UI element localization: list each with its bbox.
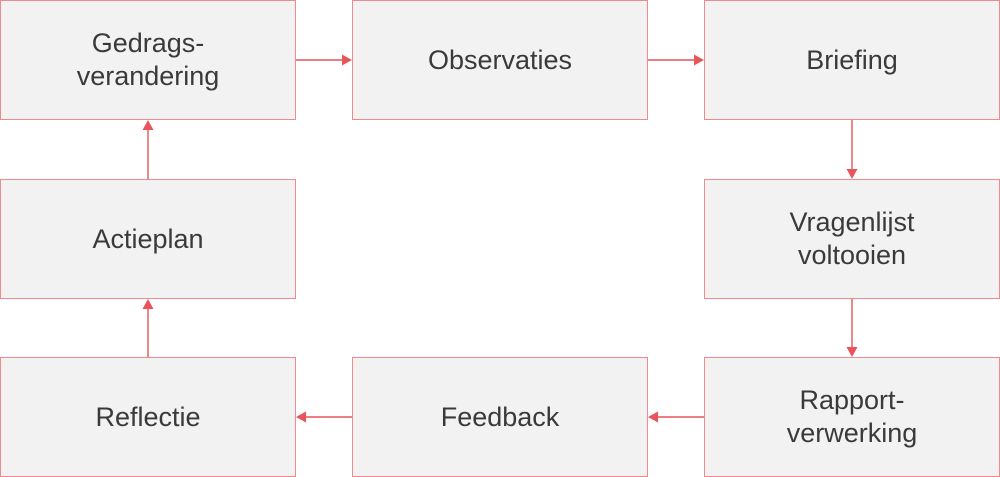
step-reflectie: Reflectie [0,357,296,477]
arrow-reflectie-to-actieplan [142,299,154,357]
arrowhead-icon [648,411,658,423]
arrowhead-icon [296,411,306,423]
arrowhead-icon [142,120,154,130]
step-label: Actieplan [92,223,204,254]
arrow-vragenlijst-to-rapportverwerking [846,299,858,357]
step-label: Gedrags- verandering [76,28,220,91]
step-label: Rapport- verwerking [786,385,918,448]
arrow-rapportverwerking-to-feedback [648,411,704,423]
step-label: Feedback [440,401,560,432]
step-actieplan: Actieplan [0,179,296,299]
arrow-observaties-to-briefing [648,54,704,66]
arrow-briefing-to-vragenlijst [846,120,858,179]
arrowhead-icon [846,169,858,179]
step-label: Observaties [427,44,573,75]
arrow-feedback-to-reflectie [296,411,352,423]
step-label: Briefing [806,44,898,75]
arrowhead-icon [142,299,154,309]
arrowhead-icon [342,54,352,66]
step-observaties: Observaties [352,0,648,120]
step-feedback: Feedback [352,357,648,477]
step-label: Vragenlijst voltooien [789,207,915,270]
arrow-actieplan-to-gedragsverandering [142,120,154,179]
step-vragenlijst: Vragenlijst voltooien [704,179,1000,299]
arrowhead-icon [694,54,704,66]
step-gedragsverandering: Gedrags- verandering [0,0,296,120]
arrowhead-icon [846,347,858,357]
step-label: Reflectie [95,401,201,432]
step-briefing: Briefing [704,0,1000,120]
arrow-gedragsverandering-to-observaties [296,54,352,66]
